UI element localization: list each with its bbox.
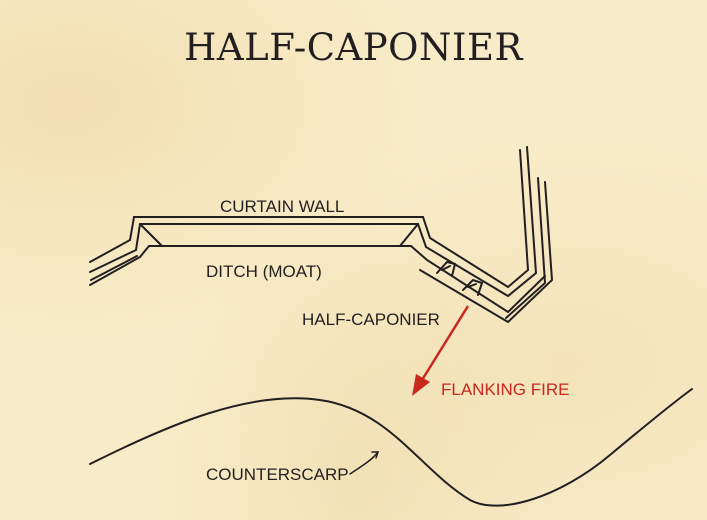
- ditch-edge-right: [399, 223, 419, 247]
- flanking-fire-arrow-head: [412, 374, 430, 396]
- counterscarp-curve: [89, 388, 693, 507]
- label-half-caponier: HALF-CAPONIER: [302, 310, 440, 329]
- label-curtain-wall: CURTAIN WALL: [220, 197, 345, 216]
- casemate-loopholes: [441, 265, 477, 288]
- curtain-wall-outer-line: [89, 149, 530, 289]
- casemate-left: [436, 260, 457, 277]
- label-flanking-fire: FLANKING FIRE: [441, 380, 570, 399]
- scarp-line: [89, 245, 546, 314]
- counterscarp-pointer-head: [371, 451, 380, 459]
- label-counterscarp: COUNTERSCARP: [206, 465, 349, 484]
- curtain-wall-inner-line: [89, 146, 538, 298]
- ditch-edge-left: [139, 223, 163, 247]
- label-ditch: DITCH (MOAT): [206, 262, 322, 281]
- casemate-right: [462, 278, 484, 296]
- counterscarp-pointer: [349, 451, 379, 475]
- flanking-fire-arrow-shaft: [420, 305, 470, 381]
- outer-rampart-line: [505, 177, 547, 319]
- diagram-title: HALF-CAPONIER: [184, 26, 523, 69]
- bastion-outline: [419, 181, 554, 324]
- scarp-line-inner: [90, 255, 138, 281]
